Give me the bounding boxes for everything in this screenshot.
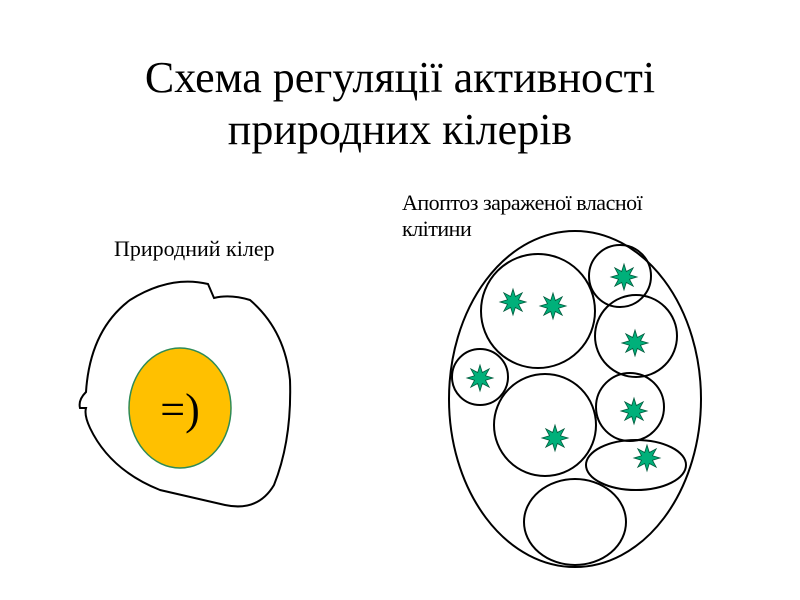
virus-star-icon — [620, 328, 650, 358]
apoptotic-body — [523, 478, 627, 566]
title-line-1: Схема регуляції активності — [144, 53, 656, 102]
apoptotic-body — [480, 253, 596, 369]
natural-killer-label: Природний кілер — [114, 236, 275, 261]
nucleus-smile: =) — [160, 385, 199, 434]
apoptosis-label-line-2: клітини — [402, 216, 472, 241]
killer-cell-nucleus — [128, 347, 232, 469]
apoptotic-cell — [448, 230, 702, 568]
natural-killer-cell: =) — [78, 280, 292, 508]
virus-star-icon — [632, 443, 662, 473]
apoptotic-body — [588, 244, 652, 308]
apoptotic-body — [594, 294, 678, 378]
apoptotic-body — [451, 348, 509, 406]
apoptotic-body — [493, 373, 597, 477]
virus-star-icon — [540, 423, 570, 453]
virus-star-icon — [498, 287, 528, 317]
virus-star-icon — [609, 262, 639, 292]
apoptotic-cell-membrane — [448, 230, 702, 568]
apoptosis-label-line-1: Апоптоз зараженої власної — [402, 190, 643, 215]
virus-star-icon — [538, 291, 568, 321]
apoptotic-body — [585, 439, 687, 491]
virus-star-icon — [465, 363, 495, 393]
virus-star-icon — [619, 396, 649, 426]
apoptosis-label: Апоптоз зараженої власної клітини — [402, 190, 722, 242]
title-line-2: природних кілерів — [227, 105, 573, 154]
virus-particles — [465, 262, 662, 473]
slide-title: Схема регуляції активності природних кіл… — [0, 52, 800, 156]
